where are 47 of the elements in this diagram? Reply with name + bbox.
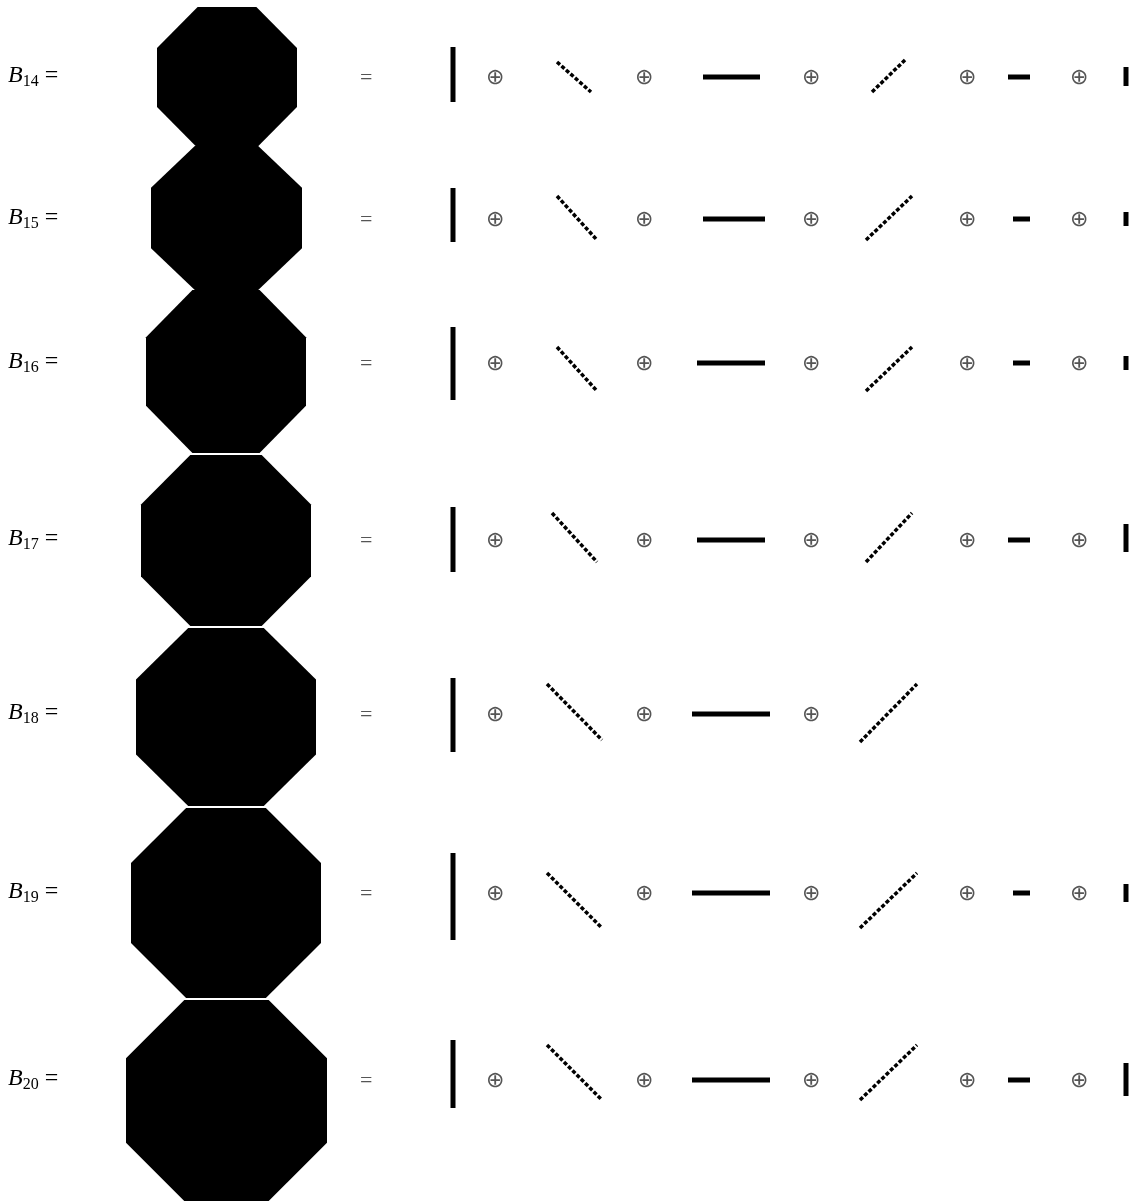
- direct-sum-symbol: ⊕: [958, 879, 976, 907]
- direct-sum-symbol: ⊕: [486, 526, 504, 554]
- equation-label: B$_{14}$ =: [8, 59, 59, 91]
- direct-sum-symbol: ⊕: [802, 349, 820, 377]
- direct-sum-symbol: ⊕: [802, 526, 820, 554]
- direct-sum-symbol: ⊕: [635, 205, 653, 233]
- direct-sum-symbol: ⊕: [635, 879, 653, 907]
- equals-sign: =: [360, 879, 373, 907]
- direct-sum-symbol: ⊕: [958, 349, 976, 377]
- direct-sum-symbol: ⊕: [486, 1066, 504, 1094]
- equation-label: B$_{16}$ =: [8, 345, 59, 377]
- direct-sum-symbol: ⊕: [1070, 879, 1088, 907]
- direct-sum-symbol: ⊕: [958, 1066, 976, 1094]
- equals-sign: =: [360, 700, 373, 728]
- equation-label: B$_{17}$ =: [8, 522, 59, 554]
- direct-sum-symbol: ⊕: [1070, 349, 1088, 377]
- direct-sum-symbol: ⊕: [802, 700, 820, 728]
- equation-label: B$_{20}$ =: [8, 1062, 59, 1094]
- direct-sum-symbol: ⊕: [1070, 526, 1088, 554]
- direct-sum-symbol: ⊕: [486, 700, 504, 728]
- equation-label: B$_{15}$ =: [8, 201, 59, 233]
- direct-sum-symbol: ⊕: [635, 526, 653, 554]
- direct-sum-symbol: ⊕: [802, 879, 820, 907]
- direct-sum-symbol: ⊕: [1070, 63, 1088, 91]
- direct-sum-symbol: ⊕: [802, 1066, 820, 1094]
- direct-sum-symbol: ⊕: [486, 349, 504, 377]
- direct-sum-symbol: ⊕: [802, 63, 820, 91]
- equals-sign: =: [360, 205, 373, 233]
- equals-sign: =: [360, 526, 373, 554]
- direct-sum-symbol: ⊕: [1070, 205, 1088, 233]
- direct-sum-symbol: ⊕: [1070, 1066, 1088, 1094]
- equation-label: B$_{19}$ =: [8, 875, 59, 907]
- equals-sign: =: [360, 63, 373, 91]
- direct-sum-symbol: ⊕: [486, 879, 504, 907]
- equals-sign: =: [360, 1066, 373, 1094]
- direct-sum-symbol: ⊕: [958, 526, 976, 554]
- direct-sum-symbol: ⊕: [635, 349, 653, 377]
- equals-sign: =: [360, 349, 373, 377]
- direct-sum-symbol: ⊕: [635, 63, 653, 91]
- direct-sum-symbol: ⊕: [958, 205, 976, 233]
- equation-label: B$_{18}$ =: [8, 696, 59, 728]
- direct-sum-symbol: ⊕: [635, 1066, 653, 1094]
- direct-sum-symbol: ⊕: [802, 205, 820, 233]
- direct-sum-symbol: ⊕: [635, 700, 653, 728]
- direct-sum-symbol: ⊕: [486, 205, 504, 233]
- direct-sum-symbol: ⊕: [958, 63, 976, 91]
- direct-sum-symbol: ⊕: [486, 63, 504, 91]
